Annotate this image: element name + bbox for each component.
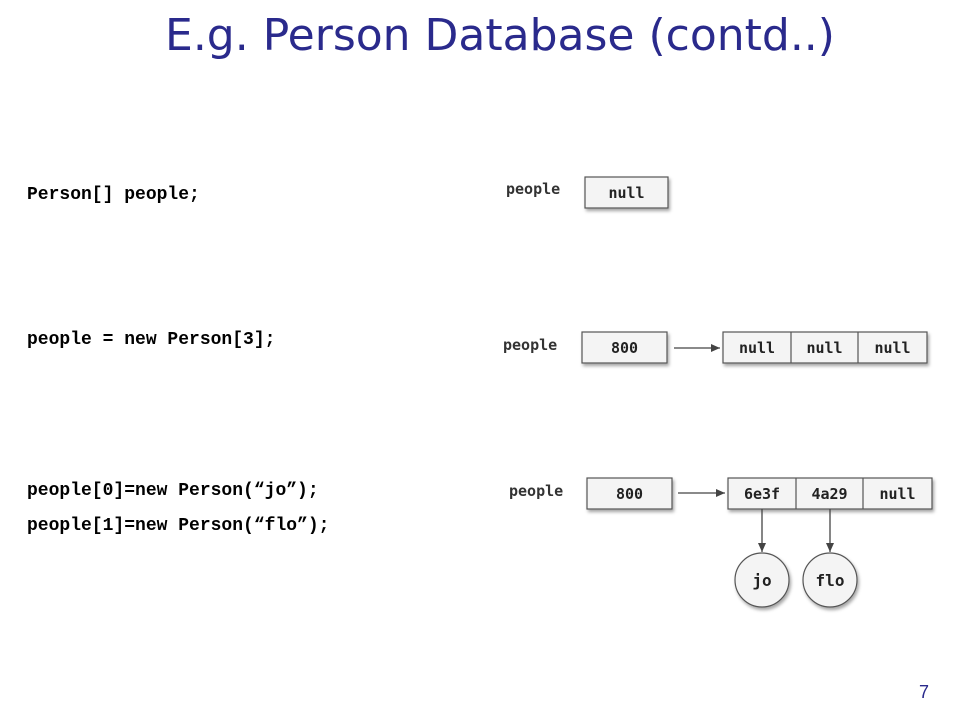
reference-box <box>581 331 668 364</box>
people-label: people <box>509 482 563 500</box>
array-cell-0: 6e3f <box>744 485 780 503</box>
reference-value: 800 <box>611 339 638 357</box>
diagram-allocation: people 800 null null null <box>503 331 928 364</box>
array-box <box>722 331 928 364</box>
code-assign-jo: people[0]=new Person(“jo”); <box>27 481 319 501</box>
array-cell-1: null <box>806 339 842 357</box>
code-declaration: Person[] people; <box>27 185 200 205</box>
diagram-declaration: people null <box>506 176 669 209</box>
code-assign-flo: people[1]=new Person(“flo”); <box>27 516 330 536</box>
reference-value: 800 <box>616 485 643 503</box>
object-label-jo: jo <box>752 571 771 590</box>
object-circle-flo <box>802 552 858 608</box>
array-box <box>727 477 933 510</box>
people-label: people <box>506 180 560 198</box>
reference-box <box>584 176 669 209</box>
array-cell-0: null <box>739 339 775 357</box>
object-label-flo: flo <box>816 571 845 590</box>
array-cell-2: null <box>874 339 910 357</box>
page-number: 7 <box>918 682 929 702</box>
reference-box <box>586 477 673 510</box>
code-allocation: people = new Person[3]; <box>27 330 276 350</box>
array-cell-2: null <box>879 485 915 503</box>
slide-title: E.g. Person Database (contd..) <box>165 10 835 61</box>
diagram-objects: people 800 6e3f 4a29 null jo flo <box>509 477 933 608</box>
object-circle-jo <box>734 552 790 608</box>
array-cell-1: 4a29 <box>811 485 847 503</box>
people-label: people <box>503 336 557 354</box>
reference-value: null <box>608 184 644 202</box>
